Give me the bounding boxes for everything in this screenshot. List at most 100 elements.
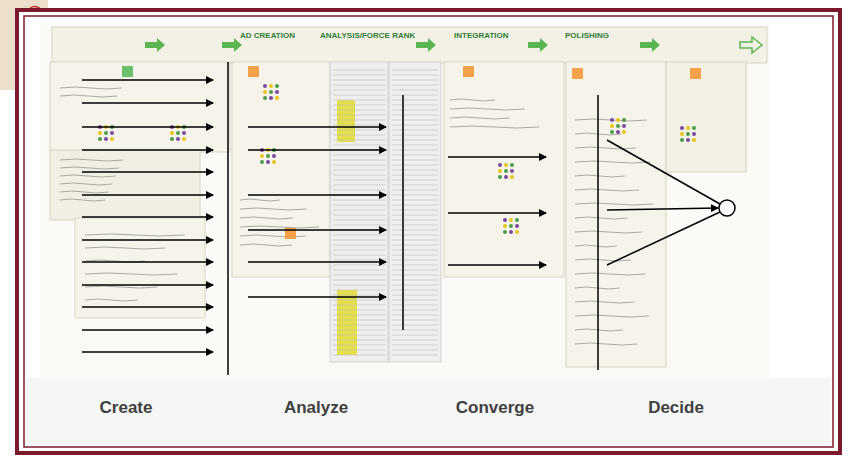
flow-arrows-part — [448, 156, 546, 158]
flow-arrows-part — [82, 79, 213, 81]
handwriting-marks-part — [333, 185, 385, 186]
dot-votes-part — [503, 224, 507, 228]
handwriting-marks-part — [392, 340, 438, 341]
dot-votes-part — [616, 118, 620, 122]
handwriting-marks-part — [392, 260, 438, 261]
dot-votes-part — [260, 154, 264, 158]
dot-votes-part — [110, 131, 114, 135]
dot-votes-part — [610, 130, 614, 134]
handwriting-marks-part — [333, 75, 385, 76]
handwriting-marks-part — [392, 275, 438, 276]
handwriting-marks-part — [240, 217, 293, 219]
handwriting-marks-part — [575, 343, 637, 345]
handwriting-marks-part — [333, 335, 385, 336]
handwriting-marks-part — [85, 247, 165, 249]
handwriting-marks-part — [392, 345, 438, 346]
handwriting-marks-part — [392, 320, 438, 321]
handwriting-marks-part — [392, 185, 438, 186]
handwriting-marks-part — [333, 290, 385, 291]
dot-votes-part — [509, 230, 513, 234]
handwriting-marks-part — [392, 80, 438, 81]
sticky-notes-part — [122, 66, 133, 77]
dot-votes-part — [686, 132, 690, 136]
handwriting-marks-part — [333, 255, 385, 256]
dot-votes-part — [263, 84, 267, 88]
handwriting-marks-part — [333, 140, 385, 141]
handwriting-marks-part — [333, 330, 385, 331]
handwriting-marks-part — [333, 145, 385, 146]
handwriting-marks-part — [333, 70, 385, 71]
handwriting-marks-part — [85, 234, 185, 236]
flow-arrows-part — [82, 216, 213, 218]
handwriting-marks-part — [392, 110, 438, 111]
wall-papers-part — [389, 62, 441, 362]
flow-arrows-part — [82, 126, 213, 128]
handwriting-marks-part — [85, 299, 138, 301]
flow-arrows-part — [597, 95, 599, 370]
handwriting-marks-part — [575, 273, 645, 275]
handwriting-marks-part — [240, 199, 280, 201]
handwriting-marks-part — [575, 217, 628, 219]
dot-votes-part — [622, 124, 626, 128]
handwriting-marks-part — [333, 170, 385, 171]
sticky-notes-part — [248, 66, 259, 77]
handwriting-marks-part — [333, 100, 385, 101]
dot-votes-part — [686, 126, 690, 130]
flow-arrows-part — [82, 102, 213, 104]
handwriting-marks-part — [575, 315, 649, 317]
handwriting-marks-part — [392, 210, 438, 211]
handwriting-marks-part — [392, 255, 438, 256]
handwriting-marks-part — [60, 199, 105, 201]
flow-arrows-part — [82, 149, 213, 151]
handwriting-marks-part — [392, 220, 438, 221]
dot-votes-part — [275, 90, 279, 94]
handwriting-marks-part — [392, 135, 438, 136]
dot-votes-part — [610, 124, 614, 128]
handwriting-marks-part — [333, 355, 385, 356]
dot-votes-part — [110, 137, 114, 141]
wall-papers-part — [232, 62, 330, 277]
handwriting-marks-part — [392, 200, 438, 201]
handwriting-marks-part — [392, 145, 438, 146]
handwriting-marks-part — [392, 270, 438, 271]
handwriting-marks-part — [333, 115, 385, 116]
slide-frame-part — [26, 378, 831, 445]
handwriting-marks-part — [333, 220, 385, 221]
handwriting-marks-part — [575, 203, 653, 205]
handwriting-marks-part — [392, 230, 438, 231]
handwriting-marks-part — [333, 190, 385, 191]
dot-votes-part — [692, 126, 696, 130]
wall-papers-part — [40, 22, 770, 377]
process-arrows-part — [640, 38, 660, 52]
sticky-notes — [122, 66, 701, 239]
wall-papers-part — [566, 62, 666, 367]
wall-papers-part — [50, 150, 200, 220]
handwriting-marks-part — [333, 200, 385, 201]
handwriting-marks-part — [575, 301, 634, 303]
flow-arrows-part — [82, 284, 213, 286]
handwriting-marks-part — [333, 315, 385, 316]
dot-votes-part — [503, 230, 507, 234]
handwriting-marks-part — [333, 155, 385, 156]
flow-arrows-part — [248, 149, 386, 151]
handwriting-marks-part — [392, 215, 438, 216]
dot-votes-part — [616, 130, 620, 134]
handwriting-marks-part — [333, 80, 385, 81]
handwriting-marks — [60, 70, 653, 355]
flow-arrows-part — [82, 329, 213, 331]
dot-votes-part — [266, 160, 270, 164]
flow-arrows-part — [248, 126, 386, 128]
handwriting-marks-part — [333, 215, 385, 216]
flow-arrows-part — [448, 212, 546, 214]
handwriting-marks-part — [392, 190, 438, 191]
handwriting-marks-part — [392, 95, 438, 96]
handwriting-marks-part — [333, 125, 385, 126]
process-arrows-part — [145, 38, 165, 52]
handwriting-marks-part — [392, 225, 438, 226]
handwriting-marks-part — [392, 100, 438, 101]
handwriting-marks-part — [575, 119, 647, 121]
handwriting-marks-part — [85, 273, 177, 275]
dot-votes-part — [498, 169, 502, 173]
handwriting-marks-part — [392, 115, 438, 116]
